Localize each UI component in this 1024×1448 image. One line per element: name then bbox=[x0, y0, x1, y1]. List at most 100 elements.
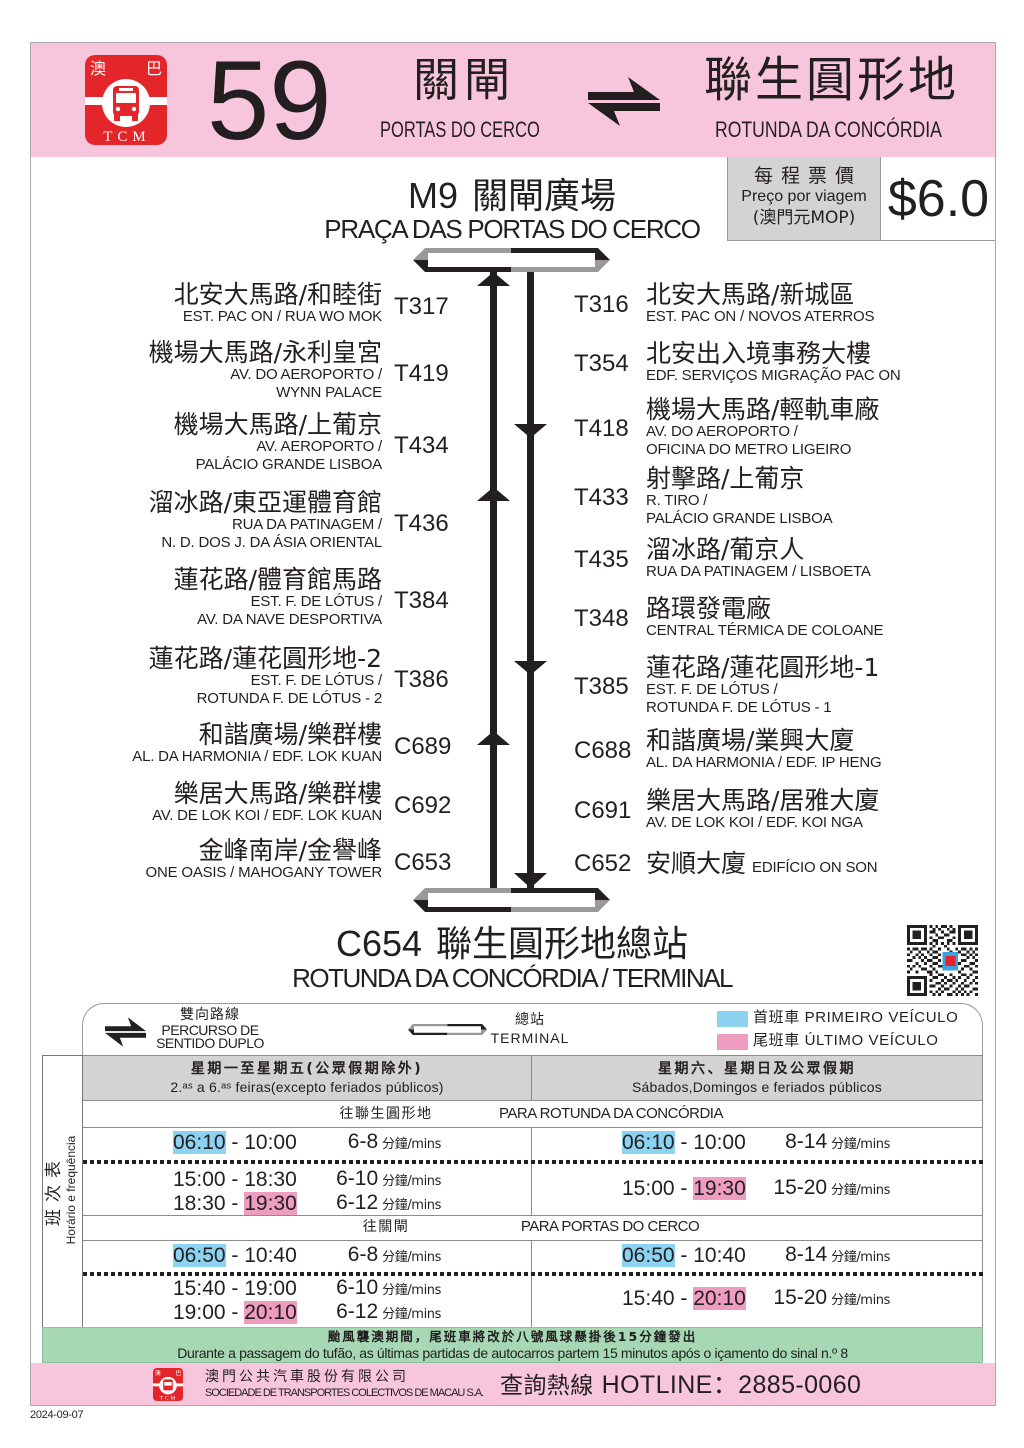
hotline-label-zh: 查詢熱線 bbox=[500, 1373, 594, 1399]
stop-name-zh: 射擊路/上葡京 bbox=[646, 464, 805, 493]
dotted-divider bbox=[83, 1272, 983, 1276]
stop-code: T433 bbox=[574, 483, 629, 511]
stop-name-zh: 樂居大馬路/居雅大廈 bbox=[646, 786, 880, 815]
stop-code: C653 bbox=[394, 848, 452, 876]
stop-name-zh: 蓮花路/蓮花圓形地-1 bbox=[646, 653, 880, 682]
timetable-cell bbox=[532, 1164, 983, 1215]
stop-name-zh: 機場大馬路/上葡京 bbox=[173, 410, 382, 439]
stop-name-zh: 和諧廣場/業興大廈 bbox=[646, 726, 855, 755]
frequency-value: 6-10 bbox=[336, 1166, 379, 1190]
last-bus-time: 19:30 bbox=[244, 1192, 297, 1215]
stop-name-zh: 樂居大馬路/樂群樓 bbox=[173, 779, 382, 808]
dotted-divider bbox=[83, 1160, 983, 1164]
qr-code-icon bbox=[907, 925, 978, 996]
stop-name-pt: EDF. SERVIÇOS MIGRAÇÃO PAC ON bbox=[646, 367, 901, 384]
tcm-logo: 澳 巴 TCM bbox=[85, 55, 167, 145]
legend-bidirectional-pt: PERCURSO DE bbox=[161, 1022, 259, 1038]
range-separator: - bbox=[225, 1244, 245, 1267]
logo-char-left: 澳 bbox=[90, 59, 106, 78]
first-bus-time: 06:50 bbox=[173, 1244, 226, 1267]
legend-last-bus-pt: ÚLTIMO VEÍCULO bbox=[804, 1032, 939, 1049]
route-number: 59 bbox=[207, 38, 332, 163]
direction-row bbox=[83, 1215, 983, 1240]
stop-name-pt: EDIFÍCIO ON SON bbox=[752, 858, 878, 876]
frequency-unit: 分鐘/mins bbox=[382, 1173, 441, 1189]
terminal-bar-bottom-icon bbox=[413, 888, 610, 912]
end-terminal-name-pt: ROTUNDA DA CONCÓRDIA / TERMINAL bbox=[292, 963, 733, 993]
arrow-down-icon bbox=[514, 873, 547, 888]
stop-code: C692 bbox=[394, 791, 452, 819]
legend-box bbox=[82, 1003, 983, 1056]
stop-name-pt: PALÁCIO GRANDE LISBOA bbox=[646, 510, 833, 527]
legend-last-bus: 尾班車 ÚLTIMO VEÍCULO bbox=[753, 1032, 939, 1050]
column-header-weekend: 星期六、星期日及公眾假期 Sábados,Domingos e feriados… bbox=[532, 1055, 983, 1100]
stop-name-pt: EST. F. DE LÓTUS / bbox=[646, 681, 778, 698]
company-name-zh: 澳門公共汽車股份有限公司 bbox=[205, 1369, 409, 1385]
route-line-up bbox=[490, 272, 497, 889]
first-bus-time: 06:10 bbox=[622, 1131, 675, 1154]
frequency-unit: 分鐘/mins bbox=[382, 1197, 441, 1213]
legend-first-bus: 首班車 PRIMEIRO VEÍCULO bbox=[753, 1009, 958, 1027]
frequency-unit: 分鐘/mins bbox=[831, 1249, 890, 1265]
last-bus-time: 20:10 bbox=[693, 1287, 746, 1310]
legend-bidirectional-pt: SENTIDO DUPLO bbox=[156, 1035, 264, 1051]
destination-name-zh: 聯生圓形地 bbox=[704, 52, 960, 108]
stop-name-pt: ONE OASIS / MAHOGANY TOWER bbox=[145, 864, 382, 881]
hotline-label: HOTLINE： bbox=[601, 1371, 739, 1399]
end-time: 10:00 bbox=[693, 1131, 746, 1154]
timetable-cell bbox=[83, 1276, 532, 1327]
stop-code: T436 bbox=[394, 509, 449, 537]
stop-name-pt: AV. DE LOK KOI / EDF. KOI NGA bbox=[646, 814, 863, 831]
stop-name-zh: 機場大馬路/輕軌車廠 bbox=[646, 395, 880, 424]
stop-code: T354 bbox=[574, 349, 629, 377]
direction-label-pt: PARA ROTUNDA DA CONCÓRDIA bbox=[499, 1105, 723, 1122]
fare-label-zh: 每程票價 bbox=[753, 165, 862, 187]
stop-code: T418 bbox=[574, 414, 629, 442]
print-date: 2024-09-07 bbox=[30, 1409, 84, 1421]
start-terminal-name-zh: 關閘廣場 bbox=[472, 176, 617, 217]
first-bus-time: 06:10 bbox=[173, 1131, 226, 1154]
range-separator: - bbox=[225, 1168, 245, 1191]
footer-tcm-logo: 澳 巴 TCM bbox=[153, 1368, 183, 1402]
column-header-weekday: 星期一至星期五(公眾假期除外) 2.ᵃˢ a 6.ᵃˢ feiras(excep… bbox=[83, 1055, 532, 1100]
arrow-down-icon bbox=[514, 661, 547, 675]
start-time: 15:40 bbox=[622, 1287, 675, 1310]
timetable-cell bbox=[532, 1276, 983, 1327]
route-line-down bbox=[527, 272, 534, 889]
company-name-pt: SOCIEDADE DE TRANSPORTES COLECTIVOS DE M… bbox=[205, 1387, 484, 1399]
frequency-value: 8-14 bbox=[785, 1242, 828, 1266]
stop-name-zh: 蓮花路/體育館馬路 bbox=[173, 565, 382, 594]
stop-code: T385 bbox=[574, 672, 629, 700]
stop-name-pt: CENTRAL TÉRMICA DE COLOANE bbox=[646, 622, 884, 639]
time-range: 15:40 - 20:10 bbox=[622, 1287, 746, 1311]
stop-name-zh: 安順大廈 bbox=[646, 848, 747, 878]
typhoon-notice: 颱風襲澳期間，尾班車將改於八號風球懸掛後15分鐘發出 Durante a pas… bbox=[42, 1327, 983, 1363]
stop-code: T434 bbox=[394, 431, 449, 459]
weekend-header-pt: Sábados,Domingos e feriados públicos bbox=[631, 1079, 882, 1095]
time-range: 06:10 - 10:00 bbox=[173, 1131, 297, 1155]
time-range: 06:50 - 10:40 bbox=[622, 1244, 746, 1268]
timetable-label-pt: Horário e frequência bbox=[64, 1135, 78, 1245]
frequency-value: 6-12 bbox=[336, 1190, 379, 1214]
first-bus-time: 06:50 bbox=[622, 1244, 675, 1267]
start-terminal-code: M9 bbox=[407, 175, 458, 216]
stop-code: T316 bbox=[574, 290, 629, 318]
arrow-down-icon bbox=[514, 424, 547, 438]
